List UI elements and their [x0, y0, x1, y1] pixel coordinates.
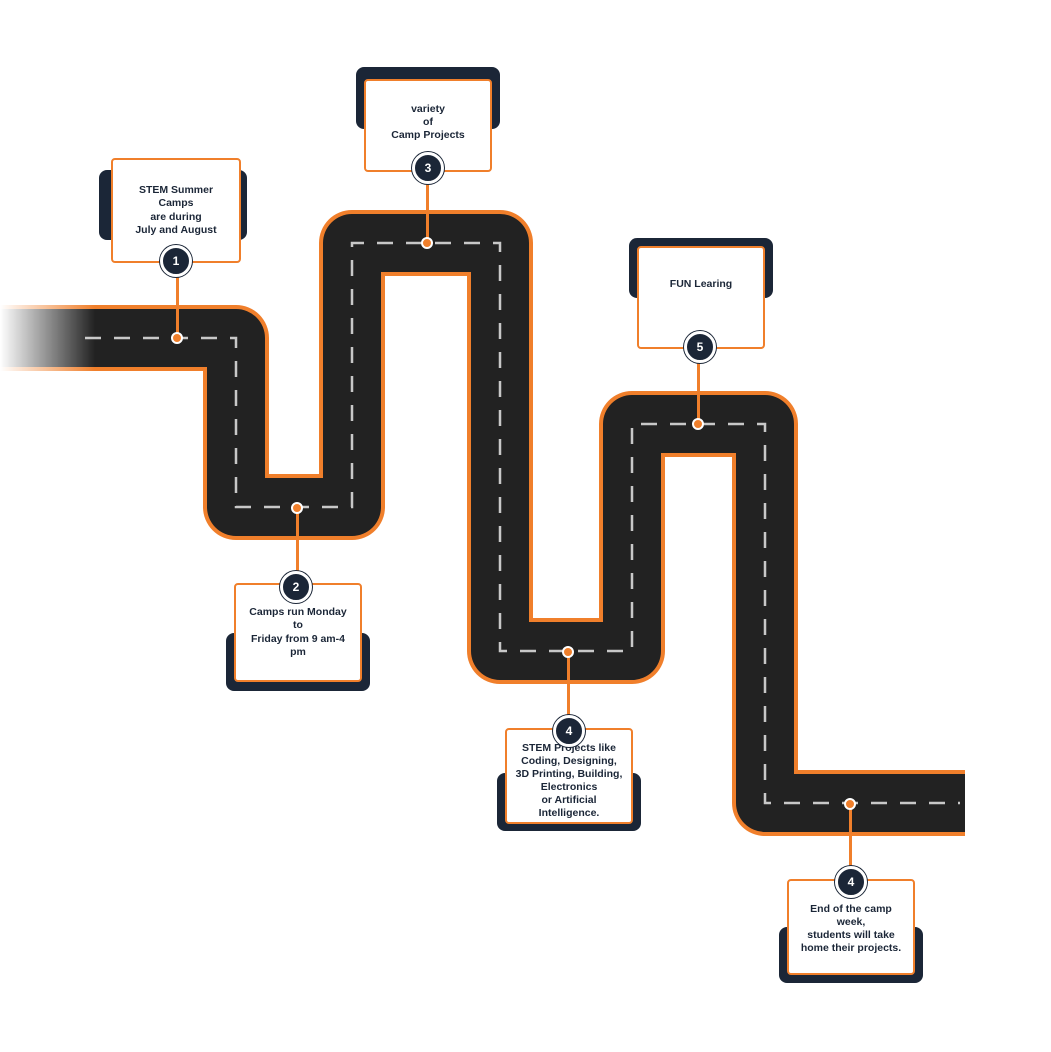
milestone-badge-4: 4 — [553, 715, 585, 747]
road-pin-2 — [291, 502, 303, 514]
connector-3 — [426, 180, 429, 243]
milestone-badge-6: 4 — [835, 866, 867, 898]
road-fade — [0, 300, 95, 380]
connector-2 — [296, 507, 299, 587]
road-pin-3 — [421, 237, 433, 249]
milestone-badge-2: 2 — [280, 571, 312, 603]
road-pin-6 — [844, 798, 856, 810]
road-pin-1 — [171, 332, 183, 344]
road-pin-5 — [692, 418, 704, 430]
connector-6 — [849, 803, 852, 871]
connector-4 — [567, 651, 570, 729]
milestone-text: Camps run Monday to Friday from 9 am-4 p… — [234, 583, 362, 682]
milestone-badge-1: 1 — [160, 245, 192, 277]
connector-1 — [176, 262, 179, 338]
lane-markings — [85, 241, 960, 805]
road-pin-4 — [562, 646, 574, 658]
milestone-card-2: Camps run Monday to Friday from 9 am-4 p… — [226, 583, 370, 691]
milestone-badge-5: 5 — [684, 331, 716, 363]
connector-5 — [697, 362, 700, 424]
milestone-badge-3: 3 — [412, 152, 444, 184]
milestone-card-6: End of the camp week, students will take… — [779, 879, 923, 983]
